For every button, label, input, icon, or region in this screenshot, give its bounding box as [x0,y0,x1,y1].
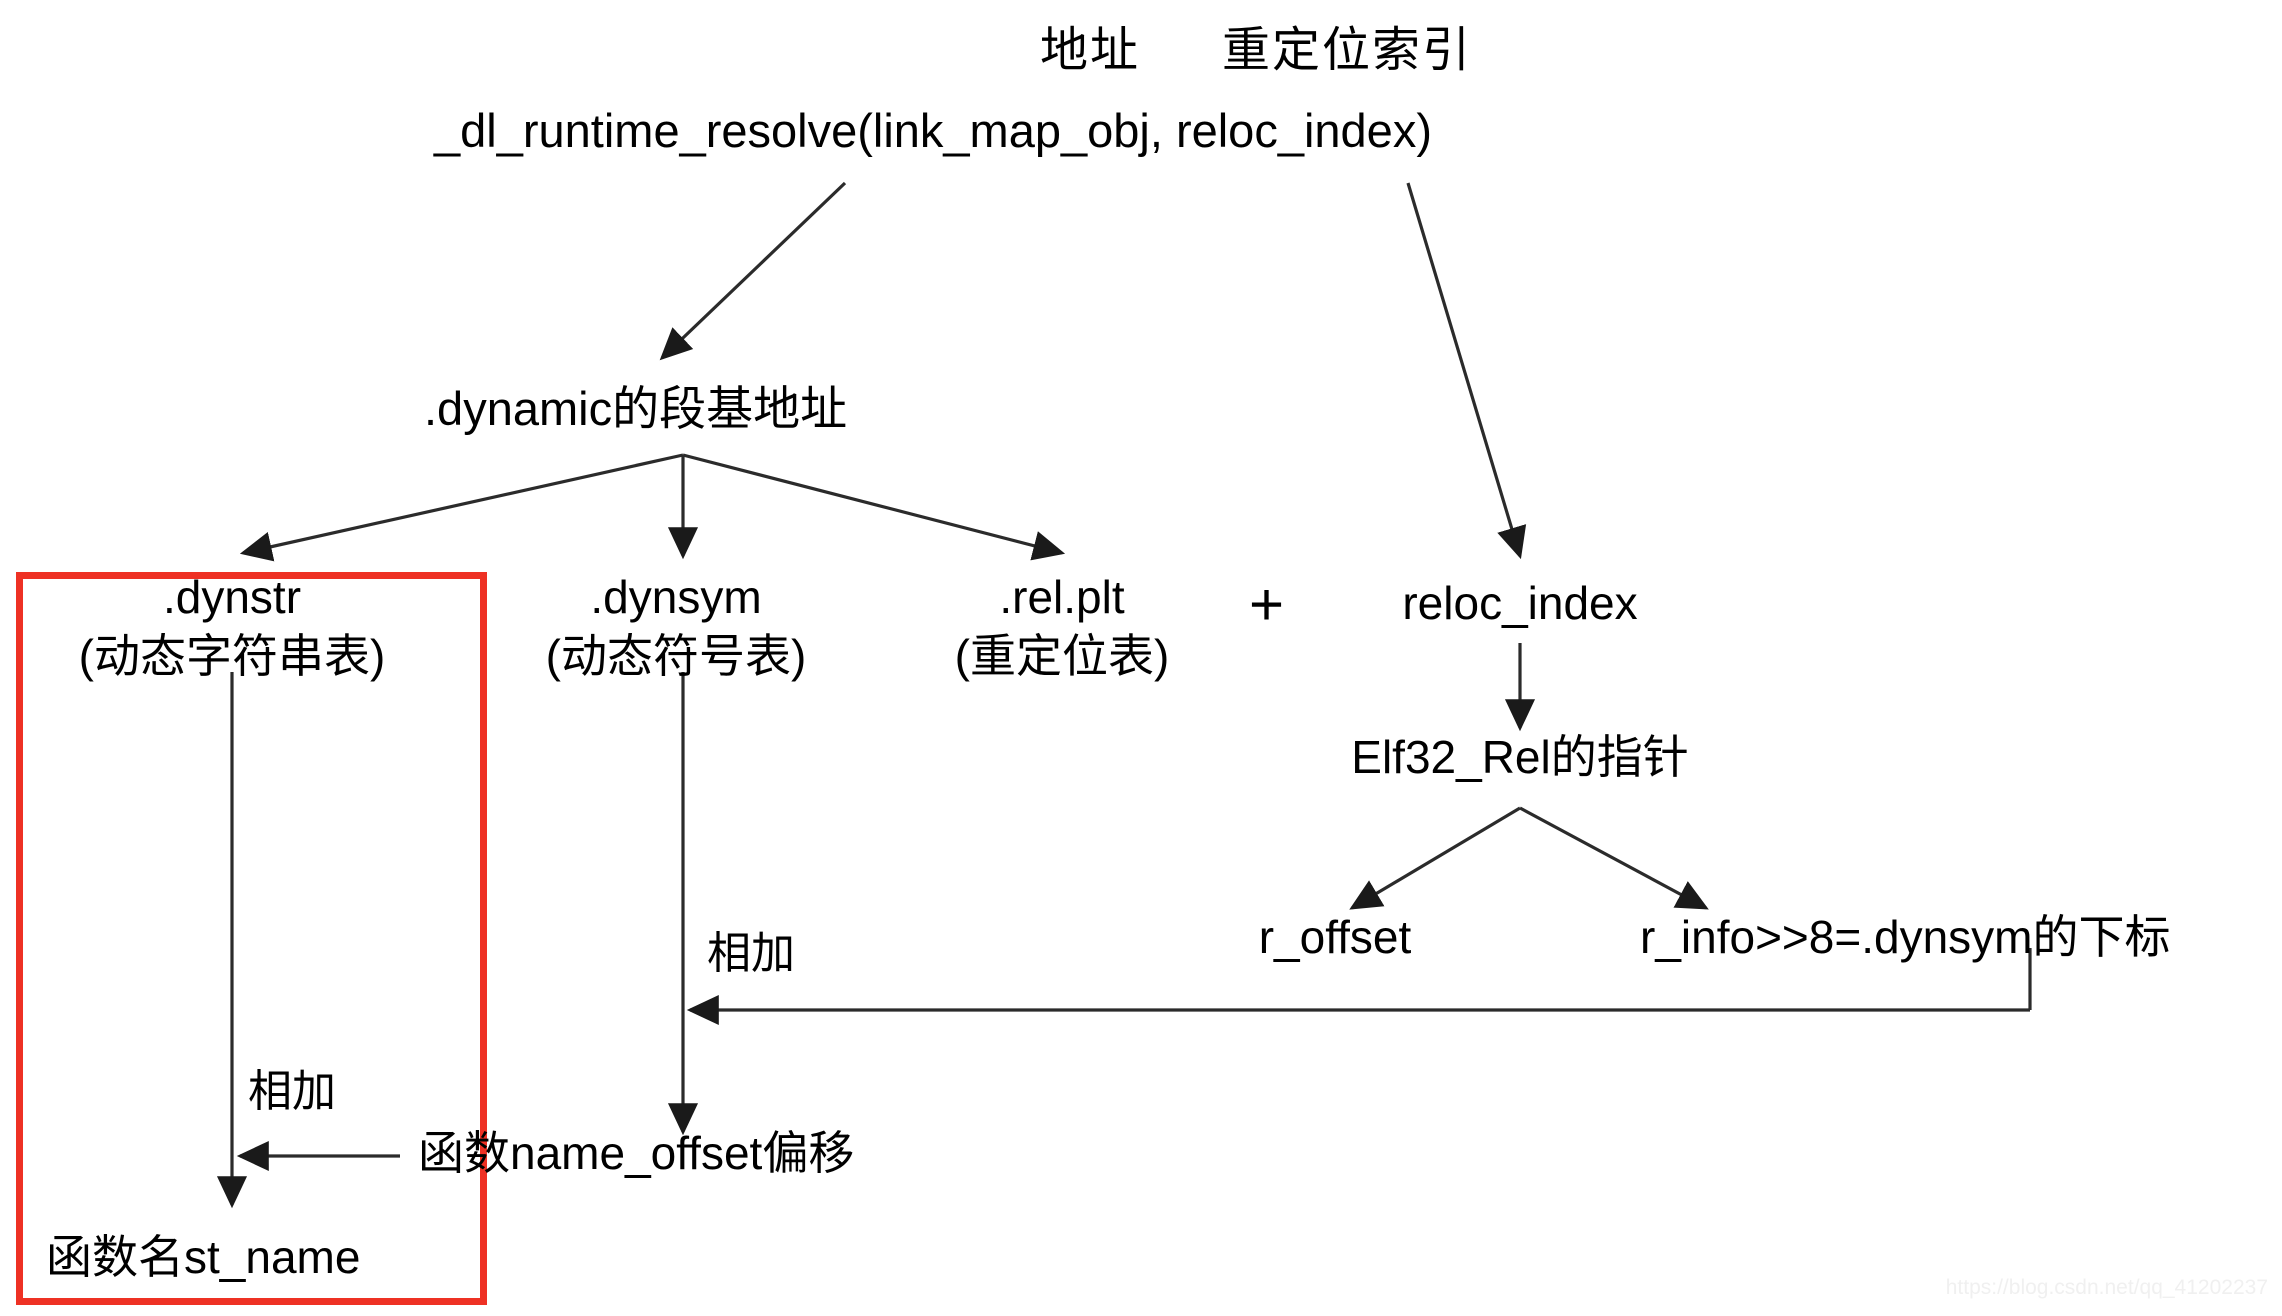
reloc-index-node: reloc_index [1402,577,1638,629]
plus-operator: + [1249,571,1285,638]
dynstr-highlight-box [16,572,487,1305]
r-offset-node: r_offset [1258,911,1412,963]
watermark: https://blog.csdn.net/qq_41202237 [1945,1276,2268,1299]
address-header: 地址 [1040,24,1141,77]
dynsym-node-name: .dynsym [590,571,762,623]
dynamic-base-node: .dynamic的段基地址 [424,382,848,435]
entry-function-node: _dl_runtime_resolve(link_map_obj, reloc_… [434,104,1432,157]
elf32-rel-pointer-node: Elf32_Rel的指针 [1351,731,1689,783]
arrow-elf32rel-to-rinfo [1519,806,1709,910]
arrow-entry-to-dynamic [659,181,847,361]
add-label-dynsym: 相加 [707,929,795,978]
dynstr-node-desc: (动态字符串表) [78,630,386,682]
add-label-dynstr: 相加 [248,1067,336,1116]
name-offset-label: 函数name_offset偏移 [418,1127,855,1179]
relplt-node-name: .rel.plt [999,571,1125,623]
reloc-index-header: 重定位索引 [1222,24,1473,77]
dynstr-node-name: .dynstr [162,571,302,623]
arrow-dynamic-to-relplt [682,453,1066,561]
function-name-node: 函数名st_name [46,1231,361,1283]
relplt-node-desc: (重定位表) [954,630,1170,682]
r-info-node: r_info>>8=.dynsym的下标 [1640,911,2171,963]
dynsym-node-desc: (动态符号表) [545,630,807,682]
arrow-elf32rel-to-roffset [1349,806,1521,910]
arrow-entry-to-relocindex [1406,182,1527,560]
arrow-dynamic-to-dynstr [239,453,684,562]
